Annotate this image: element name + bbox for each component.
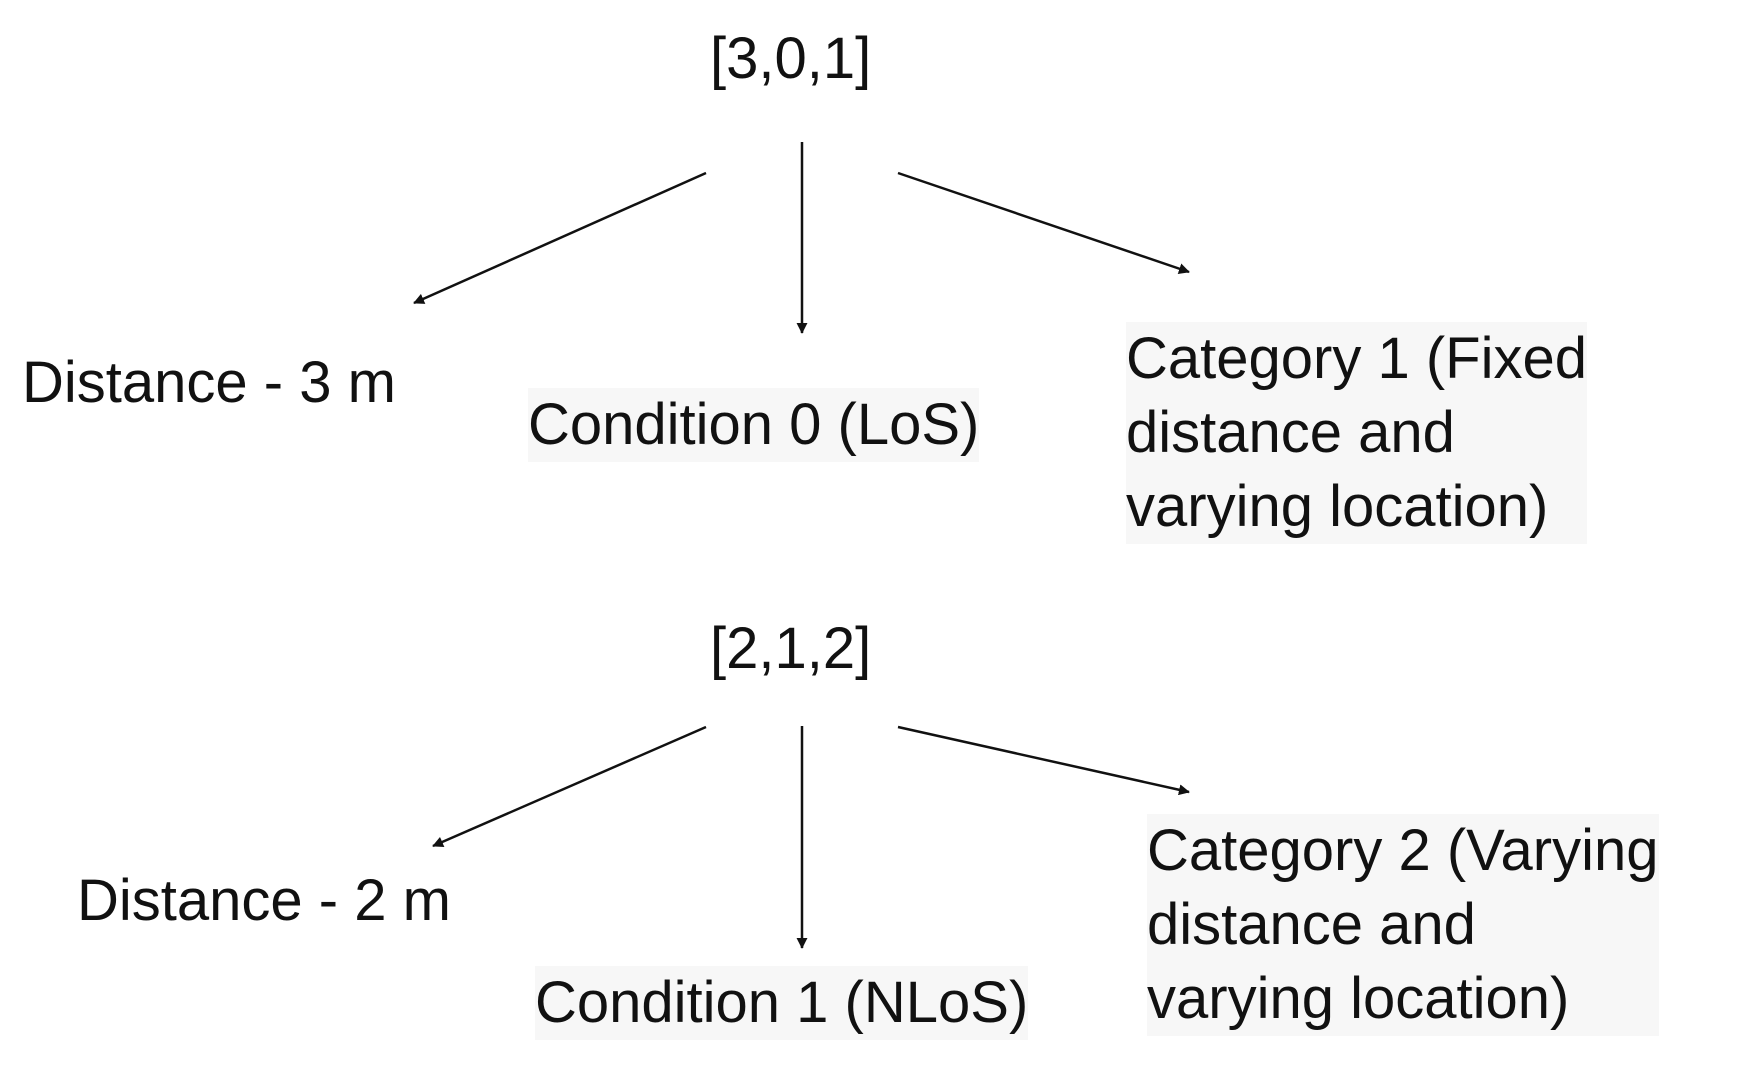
distance-label-2: Distance - 2 m [77,868,451,933]
arrow-to-category [897,171,1190,274]
category-label-2: Category 2 (Varying distance and varying… [1147,814,1659,1036]
arrow-to-distance [432,725,707,848]
category-line: Category 2 (Varying [1147,818,1659,883]
category-line: Category 1 (Fixed [1126,326,1587,391]
distance-label-1: Distance - 3 m [22,350,396,415]
condition-label-1: Condition 0 (LoS) [528,388,980,462]
root-node-1: [3,0,1] [710,26,872,91]
root-node-2: [2,1,2] [710,616,872,681]
category-line: varying location) [1147,966,1570,1031]
arrow-to-distance [413,171,707,305]
category-line: varying location) [1126,474,1549,539]
category-line: distance and [1126,400,1455,465]
arrow-to-category [897,725,1190,796]
category-line: distance and [1147,892,1476,957]
category-label-1: Category 1 (Fixed distance and varying l… [1126,322,1587,544]
condition-label-2: Condition 1 (NLoS) [535,966,1029,1040]
